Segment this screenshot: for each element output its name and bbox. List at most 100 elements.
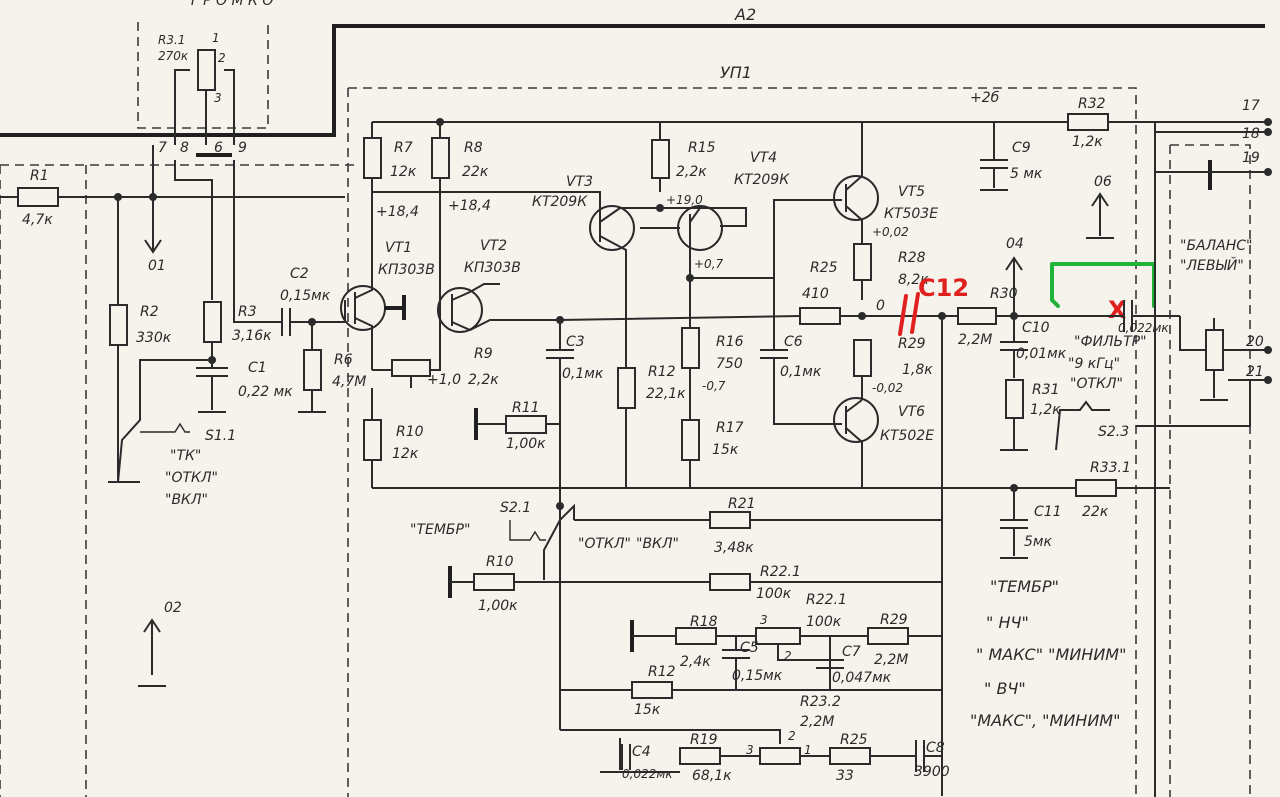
r28-value: 2,2М [874, 652, 908, 668]
r29-ref: R30 [990, 286, 1018, 302]
red-cap-mark [898, 292, 920, 336]
c10-symbol [1000, 316, 1028, 378]
r19-value: 68,1к [692, 768, 732, 784]
c12-symbol [1100, 300, 1180, 332]
r2-ref: R2 [140, 304, 159, 320]
r28-ref: R29 [880, 612, 908, 628]
c7-value: 0,047мк [832, 670, 892, 686]
c2-symbol [278, 308, 345, 336]
s1-1-ref: S1.1 [205, 428, 236, 444]
r15-body [651, 139, 670, 179]
c6-value: 0,1мк [780, 364, 822, 380]
tone-note-nch-range: " МАКС" "МИНИМ" [976, 645, 1126, 664]
pin-01-label: 01 [148, 258, 166, 274]
c9-value: 5 мк [1010, 166, 1043, 182]
pot-pin-2: 2 [218, 51, 226, 65]
r20-body [709, 511, 751, 529]
r23-pin-1: 1 [804, 743, 812, 757]
pin-06-label: 06 [1094, 174, 1112, 190]
pot-wires [174, 69, 235, 145]
r2-value: 330к [136, 330, 172, 346]
r10-ref: R8 [464, 140, 483, 156]
pin-04-arrow [1005, 256, 1023, 316]
c5-symbol [722, 636, 750, 690]
vt5-ref: VT5 [898, 184, 925, 200]
r3-1-body [197, 49, 216, 91]
c4-value: 0,022мк [622, 767, 673, 781]
r23-2-body [759, 747, 801, 765]
c1-ref: C1 [248, 360, 267, 376]
c8-ref: C8 [926, 740, 945, 756]
r13-value: 22,1к [646, 386, 686, 402]
c5-ref: C5 [740, 640, 759, 656]
vt1-leads [344, 270, 373, 370]
tone-note-tembr: "ТЕМБР" [990, 577, 1059, 596]
r22-pin-2: 2 [784, 649, 792, 663]
vt2-body [437, 287, 483, 333]
signal-line [559, 315, 960, 321]
wire [174, 160, 278, 323]
pin-02-arrow [138, 618, 166, 687]
r3-1-ref: R3.1 [158, 33, 185, 47]
pin-8: 8 [180, 140, 189, 156]
supply-plus2: +2б [970, 90, 1000, 106]
s2-3-ref: S2.3 [1098, 424, 1129, 440]
r20-ref: R21 [728, 496, 756, 512]
vt5-leads [845, 175, 863, 300]
r27-body [853, 339, 872, 377]
r25-ref: R25 [840, 732, 868, 748]
vt1-body [340, 285, 386, 331]
r1-ref: R1 [30, 168, 49, 184]
c1-symbol [196, 342, 228, 413]
r15-value: 2,2к [676, 164, 707, 180]
r22-1-body [755, 627, 801, 645]
r29-body [957, 307, 997, 325]
c3-symbol [546, 320, 574, 730]
r23-2-ref: R23.2 [800, 694, 841, 710]
r22-1-value: 100к [806, 614, 842, 630]
r11-body [473, 573, 515, 591]
vt1-ref: VT1 [385, 240, 412, 256]
c8-symbol [915, 740, 942, 772]
r22-1-ref: R22.1 [806, 592, 847, 608]
pin-9: 9 [238, 140, 247, 156]
r21-value: 100к [756, 586, 792, 602]
c10-value: 0,01мк [1016, 346, 1067, 362]
r9-body [391, 359, 431, 377]
vt6-leads [845, 376, 863, 488]
node [556, 502, 564, 510]
r26-ref: R28 [898, 250, 926, 266]
pin-01-arrow [144, 145, 162, 254]
r7-value: 12к [390, 164, 417, 180]
vt5-body [833, 175, 879, 221]
pin-19: 19 [1242, 150, 1260, 166]
r13-ref: R12 [648, 364, 676, 380]
vt2-type: КП303В [464, 260, 521, 276]
r6-ref: R6 [334, 352, 353, 368]
r23-pin-3: 3 [746, 743, 754, 757]
pin-21: 21 [1246, 364, 1264, 380]
r31-body [1067, 113, 1109, 131]
voltage-19-0: +19,0 [666, 193, 703, 207]
r21-ref: R22.1 [760, 564, 801, 580]
c8-value: 3900 [914, 764, 950, 780]
voltage-zero: 0 [876, 298, 885, 314]
s1-1-vkl: "ВКЛ" [165, 492, 208, 508]
block-top-cut: " Г Р О М К О " [180, 0, 284, 9]
r16-ref: R16 [716, 334, 744, 350]
r21-body [709, 573, 751, 591]
r10-value: 22к [462, 164, 489, 180]
r8-body [363, 419, 382, 461]
c3-ref: C3 [566, 334, 585, 350]
c6-symbol [760, 349, 842, 425]
c4-symbol [621, 744, 631, 770]
vt4-body [677, 205, 723, 251]
pin-dot [1264, 128, 1272, 136]
pin-6: 6 [214, 140, 223, 156]
r24-value: 410 [802, 286, 829, 302]
r8-value: 12к [392, 446, 419, 462]
input-border [0, 164, 360, 797]
r14-ref: R12 [648, 664, 676, 680]
r27-ref: R29 [898, 336, 926, 352]
r6-body [303, 349, 322, 391]
